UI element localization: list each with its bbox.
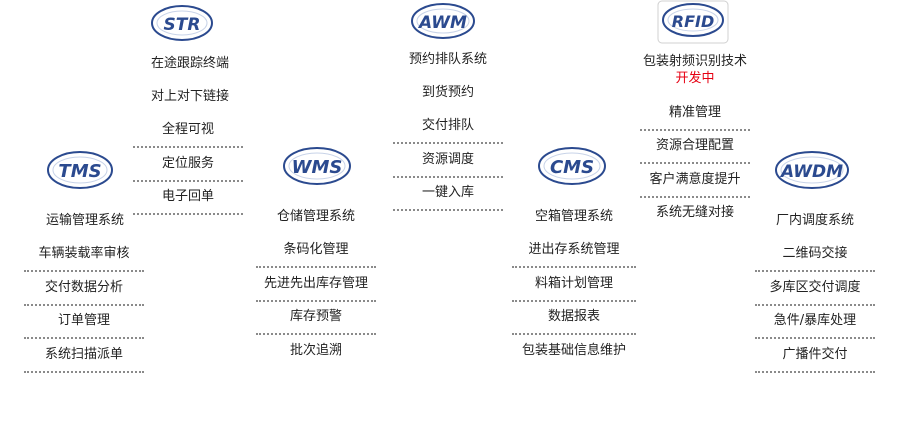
rfid-logo: RFID xyxy=(657,0,729,44)
awm-item-2: 到货预约 xyxy=(421,85,474,100)
tms-logo: TMS xyxy=(46,150,114,190)
rfid-status: 开发中 xyxy=(675,71,715,86)
awdm-item-1: 厂内调度系统 xyxy=(775,213,854,228)
awm-item-3: 交付排队 xyxy=(393,118,503,144)
str-item-1: 在途跟踪终端 xyxy=(150,56,229,71)
tms-item-3: 交付数据分析 xyxy=(24,280,144,306)
svg-text:STR: STR xyxy=(164,15,201,35)
wms-item-1: 仓储管理系统 xyxy=(276,209,355,224)
tms-item-1: 运输管理系统 xyxy=(45,213,124,228)
wms-item-4: 库存预警 xyxy=(256,309,376,335)
awm-logo: AWM xyxy=(410,2,476,40)
str-item-2: 对上对下链接 xyxy=(150,89,229,104)
cms-item-4: 数据报表 xyxy=(512,309,636,335)
svg-text:TMS: TMS xyxy=(58,161,101,182)
svg-text:AWM: AWM xyxy=(417,13,467,33)
str-item-4: 定位服务 xyxy=(133,156,243,182)
rfid-item-1: 精准管理 xyxy=(640,105,750,131)
awdm-item-2: 二维码交接 xyxy=(755,246,875,272)
cms-item-5: 包装基础信息维护 xyxy=(521,343,626,358)
awdm-item-3: 多库区交付调度 xyxy=(755,280,875,306)
rfid-title: 包装射频识别技术 xyxy=(642,54,747,69)
wms-logo: WMS xyxy=(282,146,352,186)
cms-item-3: 料箱计划管理 xyxy=(512,276,636,302)
svg-text:CMS: CMS xyxy=(550,157,594,178)
rfid-item-2: 资源合理配置 xyxy=(640,138,750,164)
str-item-5: 电子回单 xyxy=(133,189,243,215)
tms-item-2: 车辆装载率审核 xyxy=(24,246,144,272)
awdm-logo: AWDM xyxy=(774,150,850,190)
wms-item-5: 批次追溯 xyxy=(289,343,342,358)
cms-item-2: 进出存系统管理 xyxy=(512,242,636,268)
wms-item-2: 条码化管理 xyxy=(256,242,376,268)
wms-item-3: 先进先出库存管理 xyxy=(256,276,376,302)
awm-item-1: 预约排队系统 xyxy=(408,52,487,67)
svg-text:RFID: RFID xyxy=(672,12,714,31)
cms-logo: CMS xyxy=(537,146,607,186)
rfid-item-4: 系统无缝对接 xyxy=(655,205,734,220)
rfid-item-3: 客户满意度提升 xyxy=(640,172,750,198)
awm-item-4: 资源调度 xyxy=(393,152,503,178)
awdm-item-4: 急件/暴库处理 xyxy=(755,313,875,339)
awdm-item-5: 广播件交付 xyxy=(755,347,875,373)
svg-text:WMS: WMS xyxy=(292,157,343,178)
str-logo: STR xyxy=(150,4,214,42)
str-item-3: 全程可视 xyxy=(133,122,243,148)
svg-text:AWDM: AWDM xyxy=(779,162,843,182)
tms-item-4: 订单管理 xyxy=(24,313,144,339)
tms-item-5: 系统扫描派单 xyxy=(24,347,144,373)
awm-item-5: 一键入库 xyxy=(393,185,503,211)
cms-item-1: 空箱管理系统 xyxy=(534,209,613,224)
